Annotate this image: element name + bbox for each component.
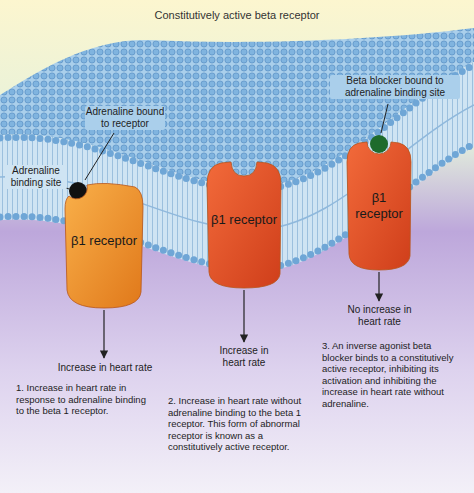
title: Constitutively active beta receptor xyxy=(100,9,374,22)
step-note: 3. An inverse agonist beta blocker binds… xyxy=(322,340,464,409)
effect-arrow xyxy=(378,272,379,301)
callout-label: Adrenaline binding site xyxy=(5,165,67,189)
callout-label: Beta blocker bound to adrenaline binding… xyxy=(330,75,460,99)
receptor-shape: β1 receptor xyxy=(205,160,283,288)
leader-line xyxy=(85,133,114,180)
step-note: 1. Increase in heart rate in response to… xyxy=(16,382,151,417)
receptor-label: β1 receptor xyxy=(63,233,145,249)
callout-label: Adrenaline bound to receptor xyxy=(85,106,165,130)
effect-label: Increase in heart rate xyxy=(40,362,170,374)
beta-blocker-molecule xyxy=(370,135,388,153)
effect-arrow xyxy=(103,310,104,358)
step-note: 2. Increase in heart rate without adrena… xyxy=(168,395,314,453)
receptor-shape: β1 receptor xyxy=(345,140,413,270)
effect-arrow xyxy=(243,290,244,342)
effect-label: Increase in heart rate xyxy=(209,345,279,369)
effect-label: No increase in heart rate xyxy=(337,304,422,328)
receptor-label: β1 receptor xyxy=(345,190,413,221)
receptor-shape: β1 receptor xyxy=(63,183,145,308)
receptor-label: β1 receptor xyxy=(205,212,283,228)
leader-line xyxy=(381,104,388,133)
